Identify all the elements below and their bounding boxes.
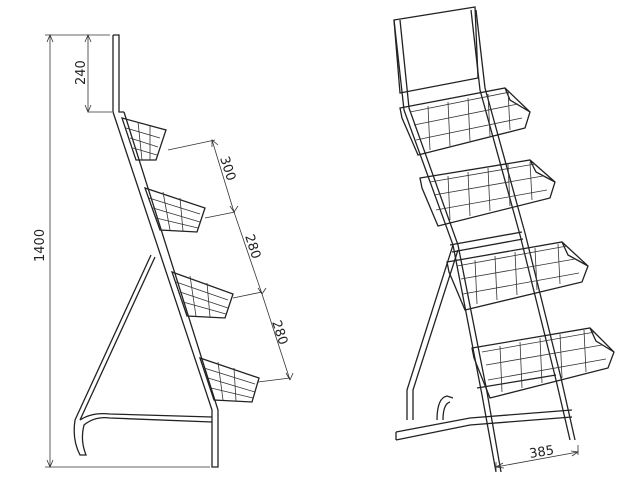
- side-basket-4: [198, 356, 260, 403]
- dim-shelf-gap-1: 300: [216, 155, 238, 183]
- dim-line-shelf-gaps: [167, 139, 294, 383]
- iso-rungs: [449, 231, 557, 389]
- dim-shelf-gap-2: 280: [241, 233, 263, 261]
- side-sign-post: [113, 34, 124, 113]
- iso-basket-3: [446, 241, 589, 311]
- iso-basket-1: [399, 87, 531, 156]
- side-basket-1: [120, 117, 167, 161]
- side-rear-foot: [73, 412, 213, 456]
- side-basket-3: [170, 270, 234, 319]
- dim-shelf-gap-3: 280: [268, 319, 290, 347]
- iso-rear-leg: [406, 244, 459, 420]
- side-main-frame: [112, 111, 219, 468]
- iso-basket-4: [471, 327, 615, 399]
- dim-total-height: 1400: [33, 229, 48, 262]
- dim-line-total-height: [45, 33, 210, 469]
- iso-frame-right: [470, 9, 576, 441]
- side-basket-2: [143, 186, 206, 233]
- iso-basket-2: [419, 159, 556, 227]
- dim-line-base-width: [494, 445, 580, 472]
- iso-base-foot: [395, 395, 573, 441]
- dim-sign-height: 240: [74, 60, 89, 85]
- dim-line-sign-height: [84, 33, 112, 114]
- side-view: 1400 240 300 280 280: [33, 33, 294, 469]
- iso-view: 385: [393, 6, 615, 473]
- side-rear-leg: [74, 254, 156, 421]
- dim-base-width: 385: [528, 443, 555, 462]
